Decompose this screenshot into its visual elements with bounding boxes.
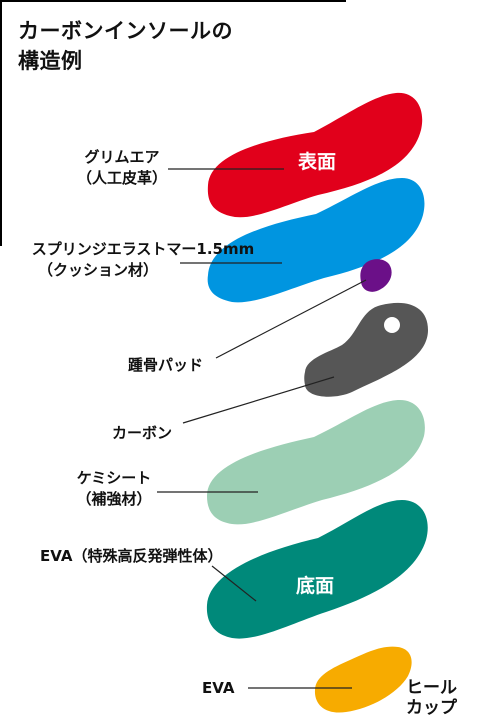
chemi-sheet-label-line-2: （補強材）: [76, 490, 152, 508]
spring-label-line-2: （クッション材）: [38, 261, 159, 279]
spring-layer-shape: [207, 178, 425, 303]
title-line-2: 構造例: [18, 49, 83, 73]
surface-shape-text: 表面: [298, 151, 337, 173]
heel-cup-side-line-1: ヒール: [406, 678, 457, 698]
bottom-shape-text: 底面: [296, 575, 335, 597]
surface-label: グリムエア （人工皮革）: [62, 147, 182, 189]
chemi-sheet-label-line-1: ケミシート: [76, 469, 152, 487]
chemi-sheet-label: ケミシート （補強材）: [64, 468, 164, 510]
surface-label-line-1: グリムエア: [84, 148, 160, 166]
surface-layer-shape: [207, 92, 423, 218]
diagram-title: カーボンインソールの 構造例: [18, 16, 233, 76]
spring-label: スプリンジエラストマー1.5mm （クッション材）: [10, 239, 276, 281]
heel-pad-leader-line: [215, 279, 367, 359]
spring-label-line-1: スプリンジエラストマー1.5mm: [31, 240, 255, 258]
heel-cup-shape: [314, 646, 412, 713]
heel-pad-label: 踵骨パッド: [128, 356, 204, 374]
bottom-layer-shape: [206, 500, 428, 639]
frame-left-border: [0, 0, 2, 246]
carbon-hole: [384, 317, 400, 333]
frame-top-border: [0, 0, 346, 2]
heel-cup-label: EVA: [202, 679, 235, 697]
carbon-layer-shape: [304, 302, 428, 397]
bottom-label: EVA（特殊高反発弾性体）: [40, 547, 223, 565]
heel-cup-side-line-2: カップ: [406, 698, 457, 718]
title-line-1: カーボンインソールの: [18, 19, 233, 43]
carbon-label: カーボン: [112, 424, 173, 442]
carbon-leader-line: [182, 376, 335, 424]
bottom-leader-line: [211, 565, 257, 602]
heel-cup-side-label: ヒール カップ: [406, 678, 457, 718]
chemi-sheet-layer-shape: [207, 400, 425, 525]
surface-label-line-2: （人工皮革）: [76, 169, 167, 187]
heel-pad-shape: [360, 259, 392, 292]
